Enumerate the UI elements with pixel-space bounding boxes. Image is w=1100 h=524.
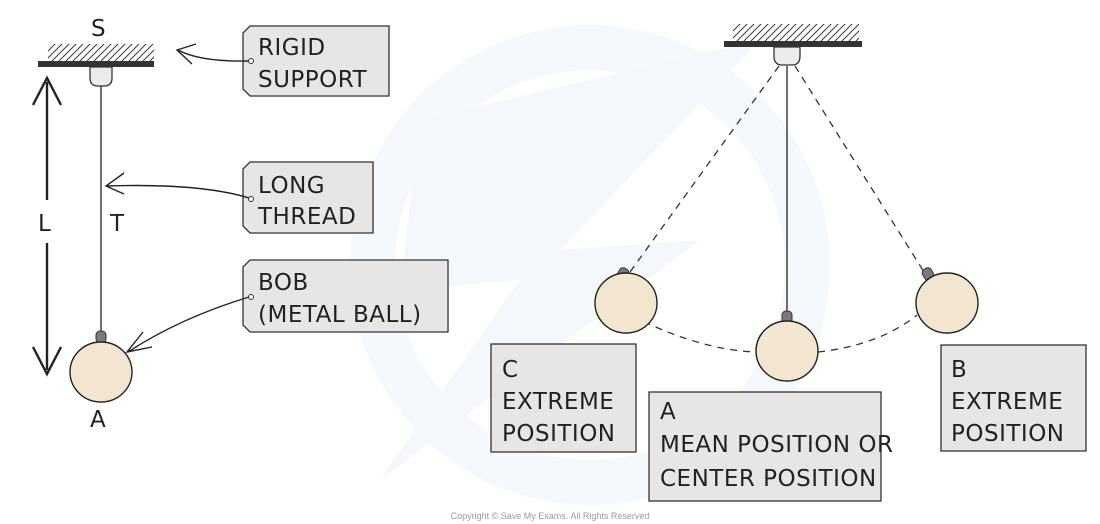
svg-text:BOB: BOB (258, 270, 309, 296)
rigid-support-icon (38, 44, 154, 87)
bob-label: A (90, 407, 106, 433)
simple-pendulum-setup: S A L T RIGID SUPPORT (31, 16, 449, 433)
svg-text:THREAD: THREAD (257, 204, 356, 230)
svg-text:EXTREME: EXTREME (502, 389, 614, 415)
rigid-support-icon (724, 24, 862, 66)
thread-extreme-c (629, 65, 780, 273)
label-mean-position-a: A MEAN POSITION OR CENTER POSITION (648, 391, 894, 502)
thread-label: T (109, 211, 125, 237)
svg-text:RIGID: RIGID (258, 35, 326, 61)
bob-cap-icon (95, 330, 107, 344)
bob-a-icon (755, 320, 819, 382)
label-extreme-position-b: B EXTREME POSITION (940, 344, 1087, 452)
length-label: L (38, 211, 51, 237)
length-arrow (31, 75, 63, 377)
copyright-notice: Copyright © Save My Exams. All Rights Re… (451, 511, 650, 521)
bob-c-icon (594, 272, 658, 334)
svg-text:(METAL BALL): (METAL BALL) (258, 302, 422, 328)
clamp-icon (89, 66, 113, 87)
tag-long-thread: LONG THREAD (104, 161, 374, 234)
svg-text:POSITION: POSITION (951, 421, 1065, 447)
bob-b-icon (915, 272, 979, 334)
support-label: S (91, 16, 106, 42)
svg-text:B: B (951, 357, 967, 383)
svg-text:MEAN POSITION OR: MEAN POSITION OR (660, 432, 894, 458)
bob-icon (69, 341, 133, 403)
clamp-icon (773, 46, 801, 66)
svg-text:LONG: LONG (258, 173, 325, 199)
svg-text:C: C (502, 357, 519, 383)
pointer-arrow (177, 49, 250, 62)
swing-arc-right (817, 314, 918, 353)
svg-text:SUPPORT: SUPPORT (258, 67, 368, 93)
svg-text:POSITION: POSITION (502, 421, 616, 447)
label-extreme-position-c: C EXTREME POSITION (490, 343, 637, 453)
tag-bob: BOB (METAL BALL) (125, 259, 449, 354)
thread-extreme-b (794, 65, 925, 273)
svg-text:A: A (660, 399, 676, 425)
tag-rigid-support: RIGID SUPPORT (175, 25, 390, 97)
svg-text:EXTREME: EXTREME (951, 389, 1063, 415)
pendulum-oscillation: C EXTREME POSITION A MEAN POSITION OR CE… (490, 24, 1087, 502)
svg-text:CENTER POSITION: CENTER POSITION (660, 466, 877, 492)
watermark-logo (350, 25, 830, 505)
pointer-arrow (127, 296, 250, 353)
pointer-arrow (106, 184, 250, 199)
